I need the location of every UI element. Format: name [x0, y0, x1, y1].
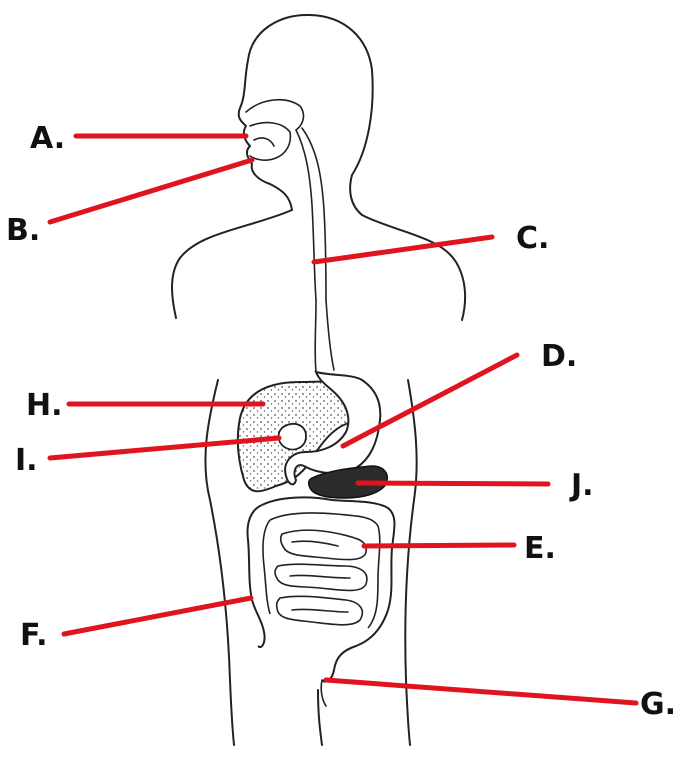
label-a: A.: [30, 121, 65, 156]
label-f: F.: [20, 618, 47, 653]
leader-line-f: [64, 598, 251, 634]
label-d: D.: [541, 339, 577, 374]
large-intestine: [248, 497, 395, 681]
label-j: J.: [569, 468, 594, 503]
label-i: I.: [15, 443, 38, 478]
small-intestine: [275, 530, 367, 625]
leader-line-e: [364, 545, 514, 546]
leader-line-j: [358, 483, 548, 484]
body-outline: [172, 15, 465, 745]
label-b: B.: [6, 213, 40, 248]
label-g: G.: [640, 687, 676, 722]
leader-line-b: [50, 160, 252, 222]
leader-line-c: [314, 237, 492, 262]
label-c: C.: [516, 221, 549, 256]
label-h: H.: [26, 388, 63, 423]
gallbladder: [279, 424, 306, 450]
leader-line-g: [326, 680, 636, 703]
esophagus: [315, 300, 334, 372]
rectum: [321, 680, 326, 706]
label-e: E.: [524, 531, 556, 566]
